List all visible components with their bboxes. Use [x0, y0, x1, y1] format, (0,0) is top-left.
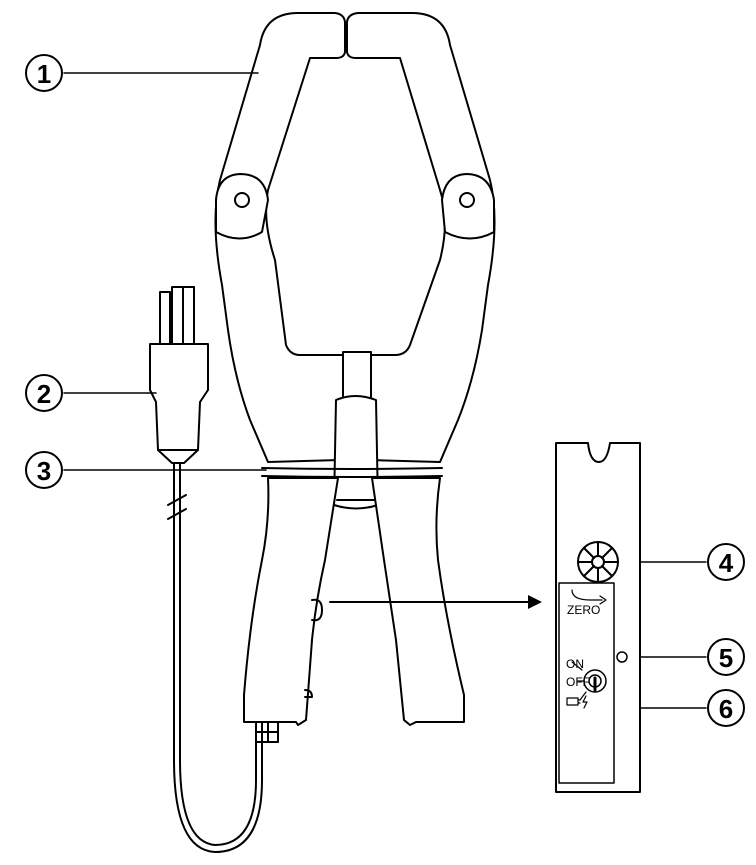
- battery-position-tick: [579, 691, 587, 701]
- callout-number-2: 2: [37, 379, 51, 409]
- callout-number-6: 6: [719, 694, 733, 724]
- zero-rotate-arrowhead: [599, 595, 607, 605]
- cable: [167, 462, 263, 853]
- callout-circle-4: [707, 543, 745, 581]
- power-switch[interactable]: [583, 669, 607, 693]
- off-label: OFF: [566, 675, 590, 689]
- pivot-right: [441, 173, 495, 240]
- hand-guard: [261, 467, 443, 478]
- zero-rotate-arrow-icon: [571, 589, 603, 601]
- callout-number-5: 5: [719, 643, 733, 673]
- callout-circle-3: [25, 451, 63, 489]
- battery-check-icon: [566, 695, 588, 709]
- pivot-left: [215, 173, 269, 240]
- output-connector: [149, 286, 209, 464]
- zero-adjust-knob[interactable]: [577, 541, 619, 583]
- on-position-tick: [571, 661, 583, 671]
- callout-number-3: 3: [37, 456, 51, 486]
- center-body: [333, 351, 379, 510]
- indicator-led: [616, 651, 628, 663]
- jaw-left: [214, 11, 346, 463]
- callout-circle-6: [707, 689, 745, 727]
- jaw-right: [346, 11, 496, 463]
- zero-label: ZERO: [567, 603, 600, 617]
- on-label: ON: [566, 657, 584, 671]
- handle-left: [243, 477, 339, 743]
- callout-circle-5: [707, 638, 745, 676]
- callout-circle-2: [25, 374, 63, 412]
- callout-number-4: 4: [719, 548, 734, 578]
- detail-arrow-head: [528, 595, 542, 609]
- callout-circle-1: [25, 54, 63, 92]
- control-panel: [555, 442, 641, 793]
- callout-number-1: 1: [37, 59, 51, 89]
